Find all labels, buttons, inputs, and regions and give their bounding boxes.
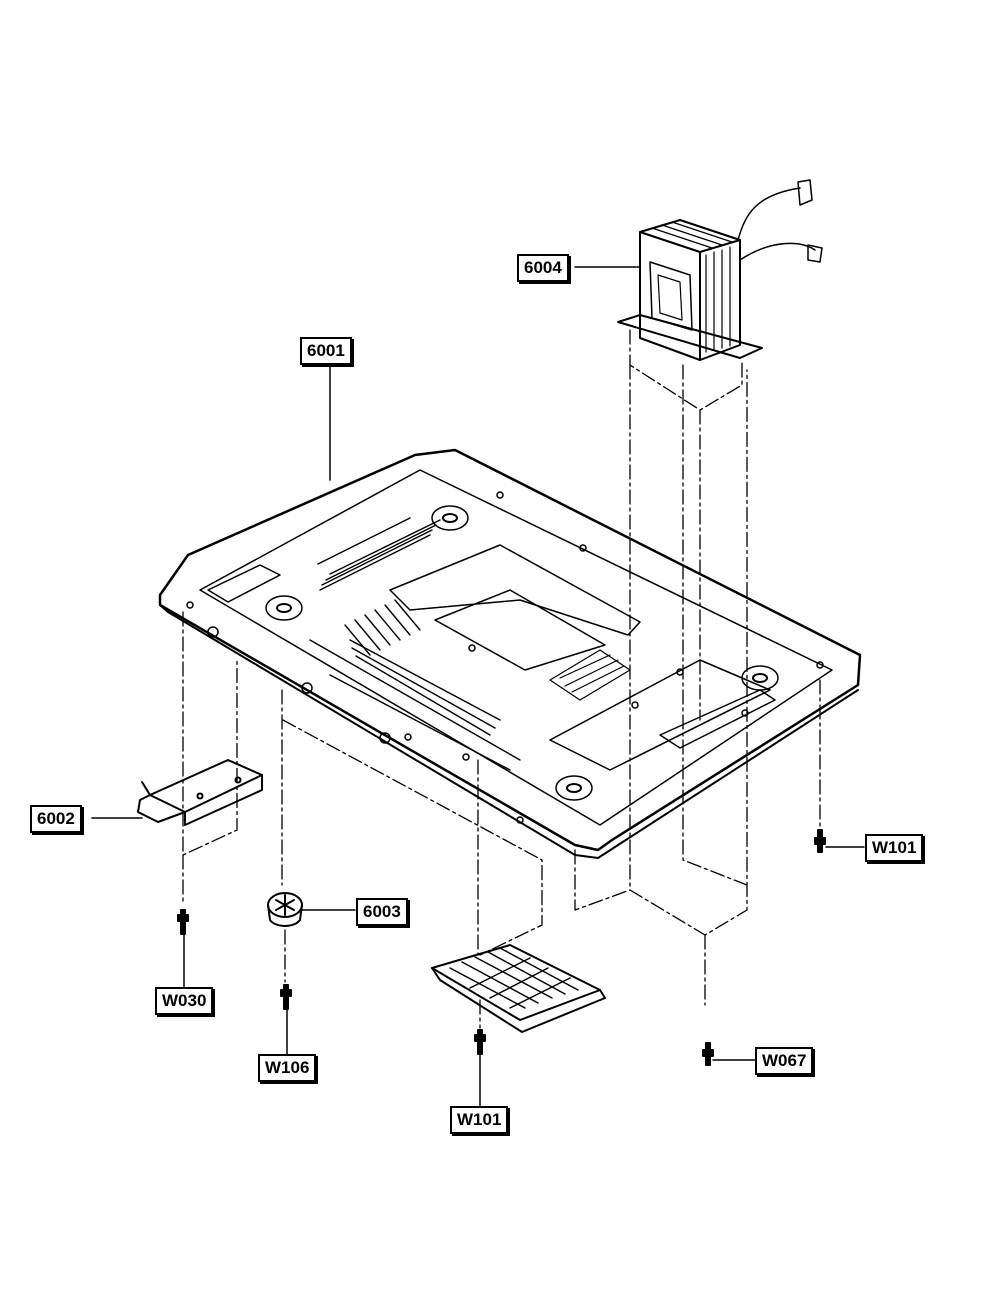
part-label-w101-right: W101	[865, 834, 924, 862]
screw-icon-w067	[702, 1042, 714, 1066]
transformer	[617, 179, 823, 361]
screw-icon-w030	[177, 909, 189, 935]
part-label-6003: 6003	[356, 898, 408, 926]
part-label-6001: 6001	[300, 337, 352, 365]
screw-icons	[177, 829, 826, 1066]
part-label-6002: 6002	[30, 805, 82, 833]
part-label-w030: W030	[155, 987, 214, 1015]
part-label-w101-bottom: W101	[450, 1106, 509, 1134]
part-label-w067: W067	[755, 1047, 814, 1075]
leader-lines	[91, 266, 865, 1107]
screw-icon-w106	[280, 984, 292, 1010]
bracket	[137, 759, 263, 826]
screw-icon-w101-right	[814, 829, 826, 853]
part-label-w106: W106	[258, 1054, 317, 1082]
cover-grille	[431, 944, 606, 1033]
part-label-6004: 6004	[517, 254, 569, 282]
base-plate	[158, 448, 862, 859]
foot	[267, 892, 303, 927]
screw-icon-w101-bottom	[474, 1029, 486, 1055]
assembly-lines	[182, 329, 821, 1029]
